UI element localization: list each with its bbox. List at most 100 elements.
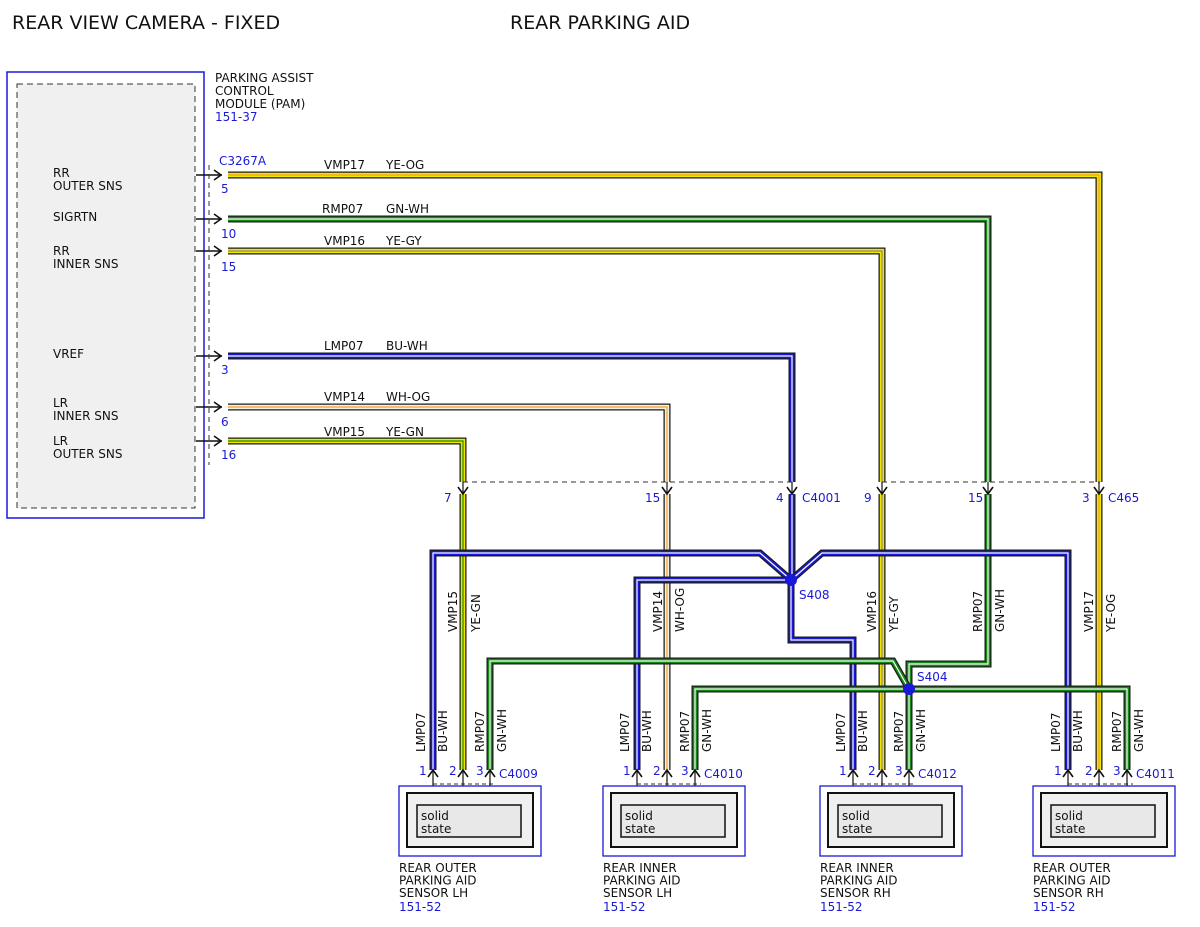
wire-label-rmp07: RMP07: [322, 202, 363, 216]
wire-label-vmp16: VMP16: [324, 234, 365, 248]
sensor-arrow-icon: [661, 768, 673, 778]
wire-vmp15-outline: [228, 437, 467, 482]
pin-label-vref: VREF: [53, 347, 84, 361]
sensor-connector-label: C4012: [918, 767, 957, 781]
sensor-name-line: SENSOR LH: [399, 886, 468, 900]
sensor-arrow-icon: [903, 768, 915, 778]
wire-rmp07-c4011-outline: [909, 685, 1131, 770]
wire-color-rmp07: GN-WH: [386, 202, 429, 216]
wire-vmp14-stripe: [228, 406, 668, 482]
wire-lmp07-c4012-stripe: [790, 580, 854, 770]
sensor-pin-number: 1: [623, 764, 631, 778]
wire-vmp15-stripe: [228, 440, 464, 482]
pam-module: PARKING ASSIST CONTROL MODULE (PAM) 151-…: [6, 71, 314, 519]
title-right: REAR PARKING AID: [510, 12, 690, 34]
sensor-arrow-icon: [1121, 768, 1133, 778]
wire-label-vmp14: VMP14: [324, 390, 365, 404]
wire-rmp07-c4011-stripe: [909, 688, 1128, 770]
splice-s404: S404: [903, 670, 948, 695]
pin-arrow-icon: [213, 169, 223, 181]
pin-arrow-icon: [213, 350, 223, 362]
wire-lmp07-main-outline: [228, 352, 796, 482]
sensor-ref: 151-52: [399, 900, 442, 914]
wire-rmp07-to-s404-stripe: [908, 494, 989, 689]
inline-connector-c4001: 7 15 4 C4001: [444, 481, 841, 505]
splice-s404-label: S404: [917, 670, 948, 684]
pin-label-rr-outer-2: OUTER SNS: [53, 179, 123, 193]
sensor-arrow-icon: [847, 768, 859, 778]
sensor-ref: 151-52: [603, 900, 646, 914]
sensor-connector-label: C4010: [704, 767, 743, 781]
pin-label-lr-outer-1: LR: [53, 434, 68, 448]
sensor-wire-label: LMP07: [1049, 712, 1063, 752]
sensor-name-line: PARKING AID: [399, 874, 477, 888]
c4001-pin-7: 7: [444, 491, 452, 505]
inline-connector-c465: 9 15 3 C465: [864, 481, 1139, 505]
module-pin-3: 3: [221, 363, 229, 377]
sensor-pin-number: 1: [839, 764, 847, 778]
sensor-wire-label: BU-WH: [436, 710, 450, 752]
module-pin-5: 5: [221, 182, 229, 196]
sensor-wire-label: GN-WH: [700, 709, 714, 752]
sensor-wire-label: LMP07: [414, 712, 428, 752]
wire-color-vmp16: YE-GY: [385, 234, 422, 248]
wire-lmp07-c4011-stripe: [790, 552, 1069, 770]
solid-state-label-2: state: [1055, 822, 1085, 836]
wire-color-vmp14: WH-OG: [386, 390, 430, 404]
sensor-wire-label: RMP07: [892, 711, 906, 752]
solid-state-label-1: solid: [1055, 809, 1083, 823]
module-name-line1: PARKING ASSIST: [215, 71, 314, 85]
vlabel-rmp07: RMP07: [971, 591, 985, 632]
pin-label-lr-outer-2: OUTER SNS: [53, 447, 123, 461]
sensor-wire-label: GN-WH: [914, 709, 928, 752]
sensor-name-line: PARKING AID: [1033, 874, 1111, 888]
pin-arrow-icon: [213, 213, 223, 225]
sensor-wire-label: LMP07: [618, 712, 632, 752]
wire-vmp15: [228, 438, 466, 482]
wire-vmp16-stripe: [228, 250, 883, 482]
solid-state-box: [1050, 804, 1156, 838]
sensor-wire-label: BU-WH: [640, 710, 654, 752]
vlabel-vmp15: VMP15: [446, 591, 460, 632]
sensor-arrow-icon: [484, 768, 496, 778]
vlabel-vmp17: VMP17: [1082, 591, 1096, 632]
solid-state-box: [620, 804, 726, 838]
wire-lmp07-main-stripe: [228, 355, 793, 482]
solid-state-box: [837, 804, 943, 838]
sensor-arrow-icon: [1093, 768, 1105, 778]
wire-rmp07-c4010-stripe: [694, 688, 909, 770]
sensor-wire-label: RMP07: [678, 711, 692, 752]
wire-color-vmp17: YE-OG: [385, 158, 424, 172]
sensor-arrow-icon: [876, 768, 888, 778]
vlabel-vmp16: VMP16: [865, 591, 879, 632]
sensor-wire-label: GN-WH: [1132, 709, 1146, 752]
sensor-pin-number: 3: [681, 764, 689, 778]
sensor-arrow-icon: [427, 768, 439, 778]
sensor-pin-number: 3: [895, 764, 903, 778]
solid-state-label-1: solid: [421, 809, 449, 823]
sensor-name-line: SENSOR RH: [1033, 886, 1104, 900]
sensor-arrow-icon: [1062, 768, 1074, 778]
sensor-name-line: REAR INNER: [603, 861, 677, 875]
sensor-name-line: REAR OUTER: [1033, 861, 1111, 875]
pin-label-rr-inner-1: RR: [53, 244, 70, 258]
solid-state-label-2: state: [625, 822, 655, 836]
solid-state-box: [416, 804, 522, 838]
c465-pin-3: 3: [1082, 491, 1090, 505]
sensor-arrow-icon: [457, 768, 469, 778]
module-name-line3: MODULE (PAM): [215, 97, 305, 111]
wire-color-vmp15: YE-GN: [385, 425, 424, 439]
sensor-ref: 151-52: [1033, 900, 1076, 914]
sensor-pin-number: 3: [476, 764, 484, 778]
solid-state-label-1: solid: [842, 809, 870, 823]
wire-layer: [228, 171, 1131, 770]
sensor-pin-number: 1: [419, 764, 427, 778]
wire-label-vmp17: VMP17: [324, 158, 365, 172]
pin-arrow-icon: [213, 401, 223, 413]
sensor-name-line: PARKING AID: [820, 874, 898, 888]
sensor-pin-number: 3: [1113, 764, 1121, 778]
horizontal-wire-labels: VMP17 YE-OG RMP07 GN-WH VMP16 YE-GY LMP0…: [322, 158, 430, 439]
